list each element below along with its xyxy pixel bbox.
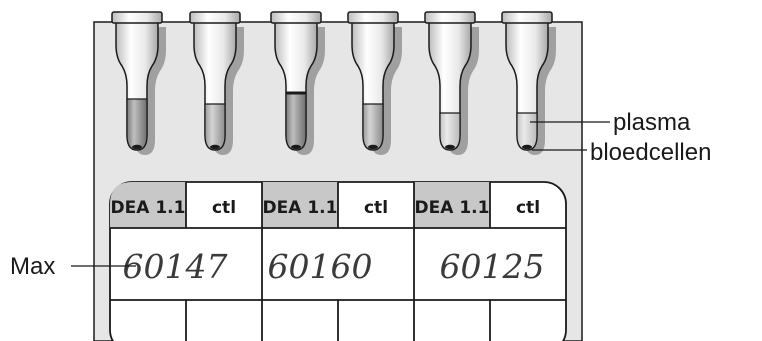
tube-cap	[424, 11, 476, 24]
plasma-callout: plasma	[530, 109, 691, 136]
header-cell-shaded	[110, 182, 186, 228]
tube	[347, 11, 402, 155]
tube-cap	[189, 11, 241, 24]
cell-pellet	[210, 144, 220, 150]
sample-number: 60125	[440, 247, 545, 286]
header-cell-label: ctl	[516, 198, 540, 218]
tube-liquid	[126, 98, 148, 151]
reagent-panel: DEA 1.1 ctl DEA 1.1 ctl DEA 1.1 ctl 60147 6016…	[109, 181, 567, 341]
bloedcellen-callout: bloedcellen	[532, 139, 711, 166]
header-cell-shaded	[262, 182, 338, 228]
header-cell-label: DEA 1.1	[111, 198, 186, 218]
cell-pellet	[445, 144, 455, 150]
tube-cap	[501, 11, 553, 24]
cell-pellet	[368, 144, 378, 150]
tube	[111, 11, 166, 155]
tube-cap	[270, 11, 322, 24]
header-cell-label: ctl	[212, 198, 236, 218]
cell-pellet	[132, 144, 142, 150]
tube-cap	[347, 11, 399, 24]
bloedcellen-label: bloedcellen	[590, 139, 711, 166]
tube	[270, 11, 325, 155]
tube-liquid	[204, 103, 226, 151]
tube-cap	[111, 11, 163, 24]
tube-liquid	[362, 103, 384, 151]
tube	[424, 11, 479, 155]
sample-number: 60160	[268, 247, 373, 286]
tube-row	[111, 11, 556, 155]
header-cell-label: ctl	[364, 198, 388, 218]
header-cell-shaded	[414, 182, 490, 228]
cell-pellet	[522, 144, 532, 150]
plasma-label: plasma	[613, 109, 691, 136]
tube-liquid	[516, 112, 538, 151]
header-cell-label: DEA 1.1	[263, 198, 338, 218]
sample-number: 60147	[123, 247, 228, 286]
max-callout: Max	[10, 253, 136, 280]
tube-liquid	[439, 112, 461, 151]
tube	[189, 11, 244, 155]
cell-pellet	[291, 144, 301, 150]
header-cell-label: DEA 1.1	[415, 198, 490, 218]
tube-liquid	[285, 92, 307, 151]
tube	[501, 11, 556, 155]
max-label: Max	[10, 253, 55, 280]
